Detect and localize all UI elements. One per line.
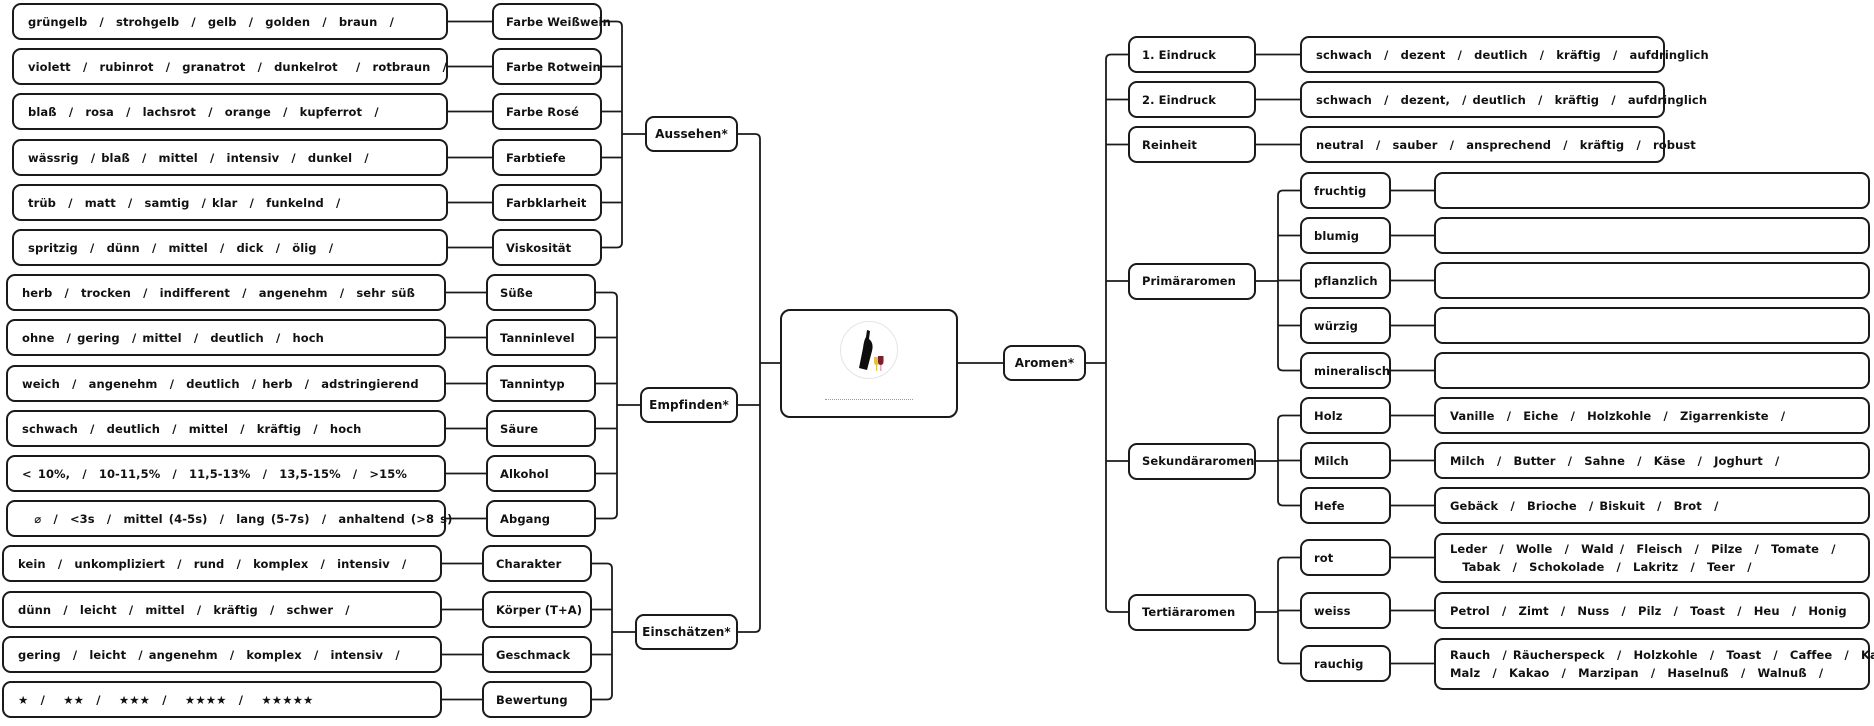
options-aussehen-1[interactable]: violett / rubinrot / granatrot / dunkelr… [12,48,448,85]
aroma-detail-line: Milch / Butter / Sahne / Käse / Joghurt … [1450,453,1780,468]
criterion-einschaetzen-3[interactable]: Bewertung [482,681,592,718]
aroma-detail-line: Leder / Wolle / Wald / Fleisch / Pilze /… [1450,542,1836,556]
aroma-detail-1-0[interactable]: Vanille / Eiche / Holzkohle / Zigarrenki… [1434,397,1870,434]
aroma-detail-2-1[interactable]: Petrol / Zimt / Nuss / Pilz / Toast / He… [1434,592,1870,629]
main-spine [738,133,761,633]
aroma-detail-2-0[interactable]: Leder / Wolle / Wald / Fleisch / Pilze /… [1434,533,1870,583]
options-aussehen-3[interactable]: wässrig / blaß / mittel / intensiv / dun… [12,139,448,176]
aroma-detail-1-2[interactable]: Gebäck / Brioche / Biskuit / Brot / [1434,487,1870,524]
aroma-criterion-2[interactable]: Reinheit [1128,126,1256,163]
options-aussehen-0[interactable]: grüngelb / strohgelb / gelb / golden / b… [12,3,448,40]
aroma-criterion-0[interactable]: 1. Eindruck [1128,36,1256,73]
aroma-link [1105,606,1128,613]
options-empfinden-0[interactable]: herb / trocken / indifferent / angenehm … [6,274,446,311]
aroma-type-0-4[interactable]: mineralisch [1300,352,1391,389]
aroma-detail-line: Vanille / Eiche / Holzkohle / Zigarrenki… [1450,408,1786,423]
aroma-type-0-1[interactable]: blumig [1300,217,1391,254]
aroma-detail-line: Rauch / Räucherspeck / Holzkohle / Toast… [1450,648,1874,662]
type-link [1277,658,1300,665]
criterion-aussehen-5[interactable]: Viskosität [492,229,602,266]
criterion-empfinden-1[interactable]: Tanninlevel [486,319,596,356]
criterion-aussehen-2[interactable]: Farbe Rosé [492,93,602,130]
criterion-link [592,562,613,569]
type-link [1277,500,1300,507]
aroma-detail-0-4[interactable] [1434,352,1870,389]
aroma-group-0[interactable]: Primäraromen [1128,262,1256,300]
aroma-type-1-1[interactable]: Milch [1300,442,1391,479]
options-einschaetzen-1[interactable]: dünn / leicht / mittel / kräftig / schwe… [2,591,442,628]
criterion-einschaetzen-2[interactable]: Geschmack [482,636,592,673]
criterion-empfinden-0[interactable]: Süße [486,274,596,311]
options-aussehen-2[interactable]: blaß / rosa / lachsrot / orange / kupfer… [12,93,448,130]
center-node[interactable] [780,309,958,418]
type-link [1277,189,1300,196]
aroma-detail-2-2[interactable]: Rauch / Räucherspeck / Holzkohle / Toast… [1434,638,1874,690]
criterion-aussehen-0[interactable]: Farbe Weißwein [492,3,611,40]
options-einschaetzen-0[interactable]: kein / unkompliziert / rund / komplex / … [2,545,442,582]
aroma-detail-0-3[interactable] [1434,307,1870,344]
aroma-type-1-2[interactable]: Hefe [1300,487,1391,524]
aroma-detail-line: Gebäck / Brioche / Biskuit / Brot / [1450,498,1719,513]
aroma-detail-0-2[interactable] [1434,262,1870,299]
criterion-einschaetzen-0[interactable]: Charakter [482,545,592,582]
criterion-aussehen-3[interactable]: Farbtiefe [492,139,602,176]
wine-bottle-glass-icon [840,321,898,379]
options-aussehen-5[interactable]: spritzig / dünn / mittel / dick / ölig / [12,229,448,266]
aroma-detail-line: Malz / Kakao / Marzipan / Haselnuß / Wal… [1450,666,1824,680]
criterion-einschaetzen-1[interactable]: Körper (T+A) [482,591,592,628]
aroma-link [1105,53,1128,60]
aroma-detail-0-0[interactable] [1434,172,1870,209]
criterion-empfinden-2[interactable]: Tannintyp [486,365,596,402]
type-link [1277,414,1300,421]
criterion-aussehen-1[interactable]: Farbe Rotwein [492,48,602,85]
aroma-options-0[interactable]: schwach / dezent / deutlich / kräftig / … [1300,36,1709,73]
category-einschaetzen[interactable]: Einschätzen* [635,614,738,650]
category-aussehen[interactable]: Aussehen* [645,116,738,152]
options-einschaetzen-2[interactable]: gering / leicht / angenehm / komplex / i… [2,636,442,673]
aroma-detail-1-1[interactable]: Milch / Butter / Sahne / Käse / Joghurt … [1434,442,1870,479]
aroma-detail-line: Petrol / Zimt / Nuss / Pilz / Toast / He… [1450,603,1847,618]
aroma-type-0-2[interactable]: pflanzlich [1300,262,1391,299]
criterion-link [602,242,623,249]
criterion-aussehen-4[interactable]: Farbklarheit [492,184,602,221]
aroma-group-1[interactable]: Sekundäraromen [1128,442,1256,480]
aroma-detail-line: Tabak / Schokolade / Lakritz / Teer / [1450,560,1752,574]
options-empfinden-4[interactable]: < 10%, / 10-11,5% / 11,5-13% / 13,5-15% … [6,455,446,492]
aroma-detail-0-1[interactable] [1434,217,1870,254]
type-link [1277,365,1300,372]
criterion-empfinden-4[interactable]: Alkohol [486,455,596,492]
category-aromen[interactable]: Aromen* [1003,345,1086,381]
aroma-type-2-2[interactable]: rauchig [1300,645,1391,682]
aroma-type-0-0[interactable]: fruchtig [1300,172,1391,209]
aroma-options-2[interactable]: neutral / sauber / ansprechend / kräftig… [1300,126,1696,163]
criterion-empfinden-5[interactable]: Abgang [486,500,596,537]
criterion-link [602,20,623,27]
criterion-link [596,513,618,520]
criterion-link [596,291,618,298]
options-empfinden-2[interactable]: weich / angenehm / deutlich / herb / ads… [6,365,446,402]
aroma-type-2-0[interactable]: rot [1300,539,1391,576]
type-link [1277,556,1300,563]
options-empfinden-3[interactable]: schwach / deutlich / mittel / kräftig / … [6,410,446,447]
criterion-empfinden-3[interactable]: Säure [486,410,596,447]
options-empfinden-1[interactable]: ohne / gering / mittel / deutlich / hoch [6,319,446,356]
category-empfinden[interactable]: Empfinden* [640,387,738,423]
aroma-type-0-3[interactable]: würzig [1300,307,1391,344]
options-aussehen-4[interactable]: trüb / matt / samtig / klar / funkelnd / [12,184,448,221]
title-placeholder-line[interactable] [825,399,913,400]
aroma-type-1-0[interactable]: Holz [1300,397,1391,434]
options-einschaetzen-3[interactable]: ★ / ★★ / ★★★ / ★★★★ / ★★★★★ [2,681,442,718]
aroma-criterion-1[interactable]: 2. Eindruck [1128,81,1256,118]
aroma-options-1[interactable]: schwach / dezent, / deutlich / kräftig /… [1300,81,1707,118]
options-empfinden-5[interactable]: ⌀ / <3s / mittel (4-5s) / lang (5-7s) / … [6,500,452,537]
criterion-link [592,694,613,701]
aroma-type-2-1[interactable]: weiss [1300,592,1391,629]
aroma-group-2[interactable]: Tertiäraromen [1128,593,1256,631]
